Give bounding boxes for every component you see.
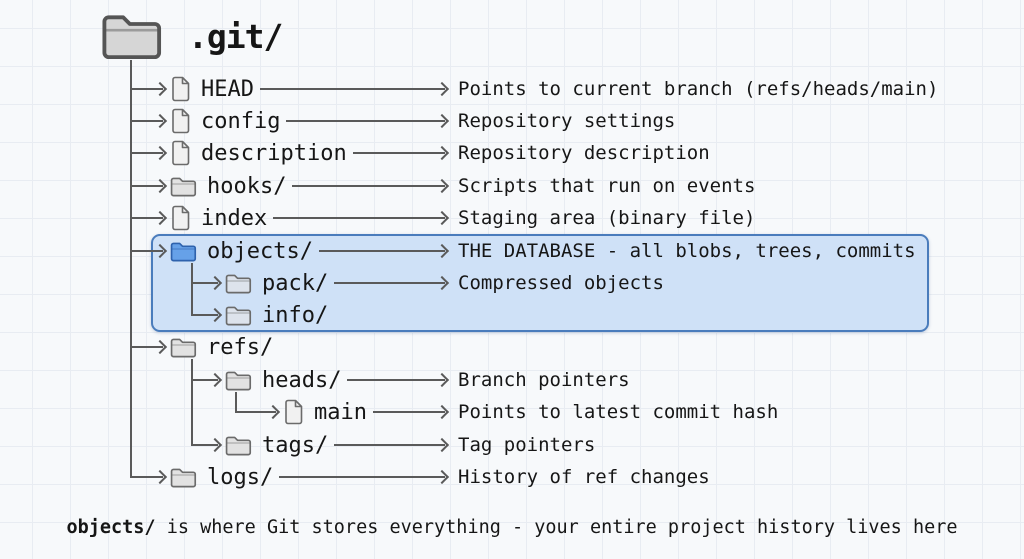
branch-arrow xyxy=(236,396,279,428)
folder-icon xyxy=(170,467,197,488)
folder-icon xyxy=(225,370,252,391)
folder-icon-blue xyxy=(170,241,197,262)
annotation: Scripts that run on events xyxy=(458,175,756,197)
diagram-title: .git/ xyxy=(100,12,283,60)
annotation: Branch pointers xyxy=(458,369,630,391)
tree-item-label: tags/ xyxy=(262,432,329,458)
annotation: Staging area (binary file) xyxy=(458,207,756,229)
annotation-arrow xyxy=(318,235,448,267)
branch-arrow xyxy=(131,170,166,202)
page-title: .git/ xyxy=(188,16,283,56)
branch-arrow xyxy=(131,235,166,267)
tree-item-label: HEAD xyxy=(201,76,254,102)
annotation-arrow xyxy=(352,137,448,169)
file-icon xyxy=(283,399,304,425)
objects-highlight-box xyxy=(151,234,929,332)
tree-item-label: objects/ xyxy=(207,238,313,264)
folder-icon xyxy=(170,176,197,197)
tree-item-label: pack/ xyxy=(262,270,329,296)
file-icon xyxy=(170,205,191,231)
tree-item-tags: tags/ Tag pointers xyxy=(0,429,1024,461)
tree-item-label: info/ xyxy=(262,302,329,328)
tree-item-objects: objects/ THE DATABASE - all blobs, trees… xyxy=(0,235,1024,267)
branch-arrow xyxy=(131,73,166,105)
tree-item-main: main Points to latest commit hash xyxy=(0,396,1024,428)
folder-icon xyxy=(225,435,252,456)
annotation-arrow xyxy=(372,396,448,428)
tree-item-logs: logs/ History of ref changes xyxy=(0,461,1024,493)
annotation-arrow xyxy=(279,461,448,493)
annotation: Points to latest commit hash xyxy=(458,401,779,423)
annotation-arrow xyxy=(292,170,448,202)
tree-item-label: refs/ xyxy=(207,334,274,360)
footer-text: is where Git stores everything - your en… xyxy=(166,517,958,538)
folder-icon xyxy=(225,305,252,326)
annotation: Repository description xyxy=(458,142,710,164)
refs-trunk-line xyxy=(191,359,193,446)
file-icon xyxy=(170,108,191,134)
branch-arrow xyxy=(192,299,221,331)
annotation-arrow xyxy=(286,105,448,137)
git-folder-icon xyxy=(100,12,164,60)
tree-item-heads: heads/ Branch pointers xyxy=(0,364,1024,396)
branch-arrow xyxy=(131,331,166,363)
tree-item-label: logs/ xyxy=(207,464,274,490)
annotation-arrow xyxy=(259,73,448,105)
annotation: Repository settings xyxy=(458,110,676,132)
annotation: History of ref changes xyxy=(458,466,710,488)
branch-arrow xyxy=(131,461,166,493)
tree-item-label: hooks/ xyxy=(207,173,287,199)
tree-item-label: index xyxy=(201,205,268,231)
tree-item-label: main xyxy=(314,399,367,425)
tree-item-info: info/ xyxy=(0,299,1024,331)
branch-arrow xyxy=(192,267,221,299)
branch-arrow xyxy=(131,105,166,137)
tree-item-label: heads/ xyxy=(262,367,342,393)
folder-icon xyxy=(170,337,197,358)
annotation: Points to current branch (refs/heads/mai… xyxy=(458,78,939,100)
file-icon xyxy=(170,76,191,102)
annotation: Compressed objects xyxy=(458,272,664,294)
tree-item-config: config Repository settings xyxy=(0,105,1024,137)
footer-highlight-term: objects/ xyxy=(66,517,156,538)
tree-item-pack: pack/ Compressed objects xyxy=(0,267,1024,299)
annotation-arrow xyxy=(347,364,448,396)
tree-item-index: index Staging area (binary file) xyxy=(0,202,1024,234)
tree-item-label: description xyxy=(201,140,347,166)
annotation-arrow xyxy=(334,429,448,461)
tree-item-description: description Repository description xyxy=(0,137,1024,169)
file-icon xyxy=(170,140,191,166)
footer-caption: objects/ is where Git stores everything … xyxy=(0,517,1024,538)
folder-icon xyxy=(225,273,252,294)
annotation: Tag pointers xyxy=(458,434,596,456)
branch-arrow xyxy=(192,429,221,461)
annotation-arrow xyxy=(334,267,448,299)
tree-item-label: config xyxy=(201,108,281,134)
annotation: THE DATABASE - all blobs, trees, commits xyxy=(458,240,916,262)
tree-item-hooks: hooks/ Scripts that run on events xyxy=(0,170,1024,202)
annotation-arrow xyxy=(273,202,448,234)
tree-item-head: HEAD Points to current branch (refs/head… xyxy=(0,73,1024,105)
root-trunk-line xyxy=(130,60,132,478)
branch-arrow xyxy=(131,202,166,234)
branch-arrow xyxy=(131,137,166,169)
tree-item-refs: refs/ xyxy=(0,331,1024,363)
branch-arrow xyxy=(192,364,221,396)
